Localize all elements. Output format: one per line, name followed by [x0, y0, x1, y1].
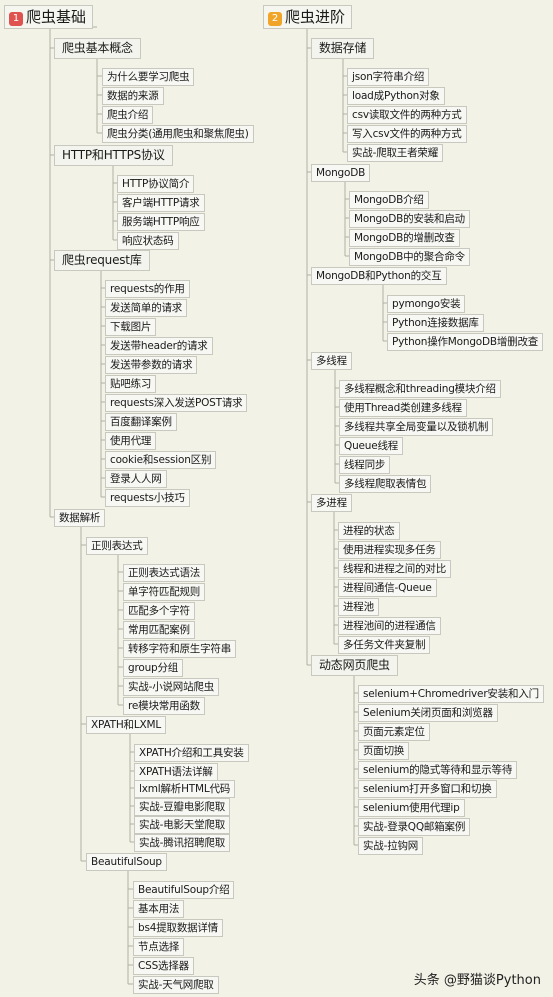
topic-item[interactable]: selenium+Chromedriver安装和入门 [358, 685, 544, 703]
topic-item[interactable]: 单字符匹配规则 [123, 583, 206, 601]
topic-item[interactable]: cookie和session区别 [105, 451, 217, 469]
topic-item[interactable]: 实战-登录QQ邮箱案例 [358, 818, 471, 836]
topic-item[interactable]: 多线程爬取表情包 [339, 475, 432, 493]
topic-item[interactable]: 进程间通信-Queue [338, 579, 437, 597]
topic-item[interactable]: 进程池 [338, 598, 379, 616]
topic-item[interactable]: load成Python对象 [347, 87, 445, 105]
topic-item[interactable]: 服务端HTTP响应 [117, 213, 205, 231]
watermark: 头条 @野猫谈Python [413, 973, 541, 988]
topic-item[interactable]: 客户端HTTP请求 [117, 194, 205, 212]
topic-data-storage[interactable]: 数据存储 [311, 38, 375, 59]
topic-item[interactable]: XPATH介绍和工具安装 [134, 744, 249, 762]
topic-item[interactable]: 使用进程实现多任务 [338, 541, 441, 559]
topic-item[interactable]: BeautifulSoup介绍 [133, 881, 235, 899]
topic-item[interactable]: 进程的状态 [338, 522, 400, 540]
topic-crawler-concepts[interactable]: 爬虫基本概念 [54, 38, 141, 59]
topic-item[interactable]: 登录人人网 [105, 470, 167, 488]
topic-item[interactable]: Selenium关闭页面和浏览器 [358, 704, 498, 722]
topic-item[interactable]: 下载图片 [105, 318, 157, 336]
priority-1-icon: 1 [9, 12, 23, 26]
topic-item[interactable]: json字符串介绍 [347, 68, 430, 86]
topic-item[interactable]: 实战-爬取王者荣耀 [347, 144, 443, 162]
topic-item[interactable]: Python连接数据库 [387, 314, 484, 332]
topic-item[interactable]: 写入csv文件的两种方式 [347, 125, 467, 143]
topic-item[interactable]: MongoDB中的聚合命令 [349, 248, 470, 266]
topic-item[interactable]: HTTP协议简介 [117, 175, 195, 193]
topic-item[interactable]: 实战-小说网站爬虫 [123, 678, 219, 696]
root-title: 爬虫进阶 [285, 8, 346, 26]
topic-item[interactable]: requests小技巧 [105, 489, 190, 507]
topic-item[interactable]: 线程和进程之间的对比 [338, 560, 451, 578]
topic-item[interactable]: 爬虫分类(通用爬虫和聚焦爬虫) [102, 125, 254, 143]
topic-mongodb[interactable]: MongoDB [311, 164, 371, 182]
topic-item[interactable]: 实战-豆瓣电影爬取 [134, 798, 230, 816]
topic-item[interactable]: 发送带header的请求 [105, 337, 213, 355]
topic-item[interactable]: 发送带参数的请求 [105, 356, 198, 374]
topic-item[interactable]: selenium打开多窗口和切换 [358, 780, 497, 798]
topic-item[interactable]: 页面切换 [358, 742, 410, 760]
topic-http-https[interactable]: HTTP和HTTPS协议 [54, 145, 173, 166]
priority-2-icon: 2 [268, 12, 282, 26]
topic-item[interactable]: 贴吧练习 [105, 375, 157, 393]
topic-item[interactable]: 使用代理 [105, 432, 157, 450]
topic-item[interactable]: 多线程共享全局变量以及锁机制 [339, 418, 494, 436]
topic-item[interactable]: group分组 [123, 659, 184, 677]
topic-item[interactable]: 基本用法 [133, 900, 185, 918]
topic-item[interactable]: 转移字符和原生字符串 [123, 640, 236, 658]
topic-xpath-lxml[interactable]: XPATH和LXML [86, 716, 166, 734]
topic-requests-lib[interactable]: 爬虫request库 [54, 250, 150, 271]
topic-beautifulsoup[interactable]: BeautifulSoup [86, 853, 167, 871]
topic-multithreading[interactable]: 多线程 [311, 352, 352, 370]
topic-item[interactable]: XPATH语法详解 [134, 763, 218, 781]
topic-item[interactable]: pymongo安装 [387, 295, 466, 313]
topic-item[interactable]: Python操作MongoDB增删改查 [387, 333, 544, 351]
topic-item[interactable]: 数据的来源 [102, 87, 164, 105]
topic-item[interactable]: 使用Thread类创建多线程 [339, 399, 467, 417]
topic-multiprocessing[interactable]: 多进程 [311, 494, 352, 512]
topic-item[interactable]: 多任务文件夹复制 [338, 636, 431, 654]
topic-item[interactable]: 实战-腾讯招聘爬取 [134, 834, 230, 852]
topic-item[interactable]: 线程同步 [339, 456, 391, 474]
topic-item[interactable]: 为什么要学习爬虫 [102, 68, 195, 86]
topic-data-parsing[interactable]: 数据解析 [54, 509, 106, 527]
topic-item[interactable]: selenium使用代理ip [358, 799, 465, 817]
topic-item[interactable]: bs4提取数据详情 [133, 919, 224, 937]
topic-item[interactable]: MongoDB介绍 [349, 191, 429, 209]
topic-item[interactable]: 常用匹配案例 [123, 621, 195, 639]
topic-regex[interactable]: 正则表达式 [86, 537, 148, 555]
topic-item[interactable]: selenium的隐式等待和显示等待 [358, 761, 518, 779]
topic-item[interactable]: 发送简单的请求 [105, 299, 188, 317]
topic-item[interactable]: MongoDB的增删改查 [349, 229, 460, 247]
topic-item[interactable]: 百度翻译案例 [105, 413, 177, 431]
topic-item[interactable]: requests的作用 [105, 280, 190, 298]
topic-item[interactable]: lxml解析HTML代码 [134, 780, 236, 798]
topic-dynamic-web-crawler[interactable]: 动态网页爬虫 [311, 655, 398, 676]
topic-item[interactable]: 实战-拉钩网 [358, 837, 424, 855]
topic-item[interactable]: 多线程概念和threading模块介绍 [339, 380, 501, 398]
topic-item[interactable]: 实战-电影天堂爬取 [134, 816, 230, 834]
topic-item[interactable]: 正则表达式语法 [123, 564, 206, 582]
topic-item[interactable]: CSS选择器 [133, 957, 194, 975]
topic-item[interactable]: re模块常用函数 [123, 697, 205, 715]
topic-item[interactable]: Queue线程 [339, 437, 404, 455]
topic-item[interactable]: 进程池间的进程通信 [338, 617, 441, 635]
topic-item[interactable]: 爬虫介绍 [102, 106, 154, 124]
topic-item[interactable]: 响应状态码 [117, 232, 179, 250]
topic-item[interactable]: 匹配多个字符 [123, 602, 195, 620]
topic-item[interactable]: requests深入发送POST请求 [105, 394, 248, 412]
topic-item[interactable]: 节点选择 [133, 938, 185, 956]
topic-item[interactable]: MongoDB的安装和启动 [349, 210, 470, 228]
topic-item[interactable]: 页面元素定位 [358, 723, 430, 741]
topic-item[interactable]: csv读取文件的两种方式 [347, 106, 467, 124]
root-title: 爬虫基础 [26, 8, 87, 26]
topic-item[interactable]: 实战-天气网爬取 [133, 976, 219, 994]
topic-mongodb-python[interactable]: MongoDB和Python的交互 [311, 267, 447, 285]
